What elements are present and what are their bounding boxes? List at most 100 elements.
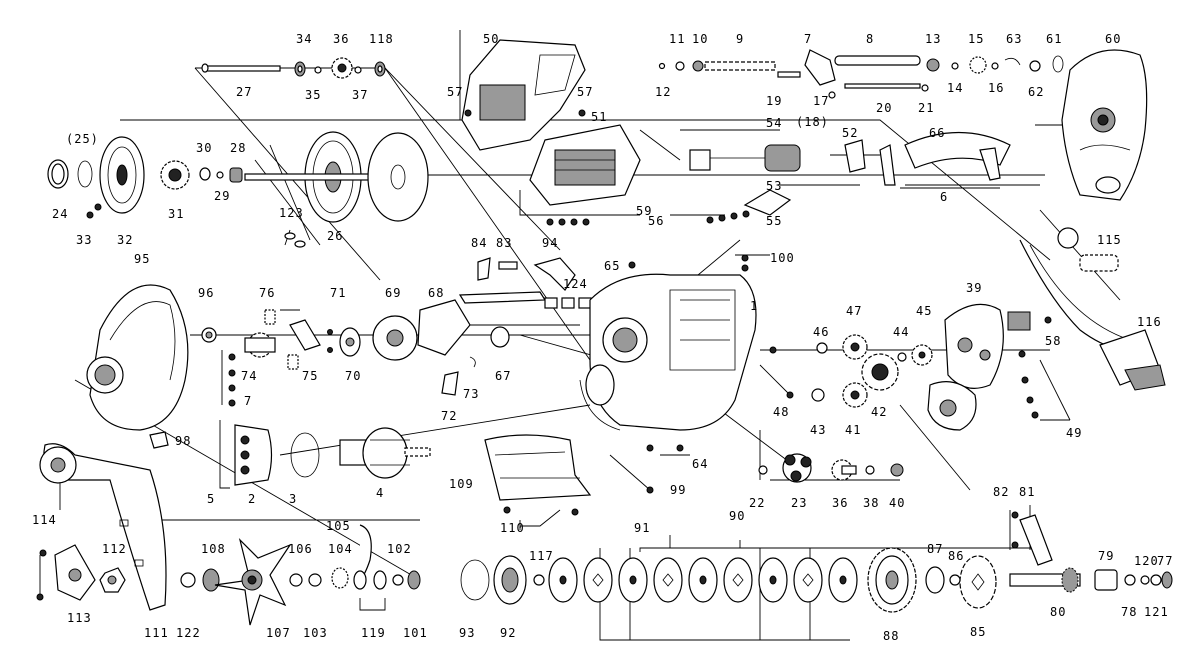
part-48-screw (786, 391, 794, 399)
label-30: 30 (196, 141, 212, 155)
label-76: 76 (259, 286, 275, 300)
label-120: 120 (1134, 554, 1159, 568)
part-33-screw (94, 203, 102, 211)
part-106-washer (289, 573, 303, 587)
part-68-frame-plate (417, 291, 547, 356)
label-28: 28 (230, 141, 246, 155)
label-85: 85 (970, 625, 986, 639)
part-34-bearing (294, 61, 306, 77)
part-10-bearing (692, 60, 704, 72)
part-71-screw (327, 347, 333, 353)
part-27-shaft (201, 63, 281, 73)
label-75: 75 (302, 369, 318, 383)
part-13-bearing (926, 58, 940, 72)
part-77-bearing (1161, 571, 1173, 589)
part-114-screw (39, 549, 47, 557)
part-41-gear (842, 382, 868, 408)
part-57-screw (464, 109, 472, 117)
part-49-side-plate (927, 381, 977, 431)
label-31: 31 (168, 207, 184, 221)
label-13: 13 (925, 32, 941, 46)
part-28-bearing (229, 167, 243, 183)
label-102: 102 (387, 542, 412, 556)
part-8-pipe (834, 55, 921, 66)
part-50-level-wind-cover (461, 39, 586, 151)
label-83: 83 (496, 236, 512, 250)
part-90-91-drag-discs (548, 557, 858, 603)
part-40-bearing (890, 463, 904, 477)
label-27: 27 (236, 85, 252, 99)
part-26-spool (244, 131, 429, 223)
label-123: 123 (279, 206, 304, 220)
label-81: 81 (1019, 485, 1035, 499)
part-108-bearing (202, 568, 220, 592)
label-80: 80 (1050, 605, 1066, 619)
part-102-washer (392, 574, 404, 586)
label-43: 43 (810, 423, 826, 437)
part-16-pin (991, 62, 999, 70)
part-79-collar (1094, 569, 1118, 591)
part-80-main-shaft (1009, 567, 1081, 593)
label-71: 71 (330, 286, 346, 300)
part-70-bearing-holder (339, 327, 361, 357)
label-78: 78 (1121, 605, 1137, 619)
part-49-screw (1031, 411, 1039, 419)
part-75-plate (289, 319, 321, 351)
part-113-plate (54, 544, 96, 601)
part-110-screw (503, 506, 511, 514)
label-53: 53 (766, 179, 782, 193)
part-11-washer (675, 61, 685, 71)
part-81-82-clutch-plate (1011, 511, 1053, 566)
label-124: 124 (563, 277, 588, 291)
label-3: 3 (289, 492, 297, 506)
label-45: 45 (916, 304, 932, 318)
part-3-o-ring (290, 432, 320, 478)
label-37: 37 (352, 88, 368, 102)
label-94: 94 (542, 236, 558, 250)
label-49: 49 (1066, 426, 1082, 440)
part-49-screw (1018, 350, 1026, 358)
label-41: 41 (845, 423, 861, 437)
part-60-side-plate (1061, 49, 1148, 201)
label-51: 51 (591, 110, 607, 124)
label-33: 33 (76, 233, 92, 247)
part-42-main-gear (861, 353, 899, 391)
part-100-screw (741, 264, 749, 272)
label-97: 7 (244, 394, 252, 408)
label-82: 82 (993, 485, 1009, 499)
label-23: 23 (791, 496, 807, 510)
label-22: 22 (749, 496, 765, 510)
label-101: 101 (403, 626, 428, 640)
label-55: 55 (766, 214, 782, 228)
label-6: 6 (940, 190, 948, 204)
label-59: 59 (636, 204, 652, 218)
part-30-bearing (199, 167, 211, 181)
label-105: 105 (326, 519, 351, 533)
part-122-washer (180, 572, 196, 588)
part-21-clip (921, 84, 929, 92)
label-48: 48 (773, 405, 789, 419)
label-106: 106 (288, 542, 313, 556)
part-123-spacer (284, 232, 306, 248)
part-84-lever (477, 257, 491, 281)
part-12-pin (658, 62, 666, 70)
part-45-gear (911, 344, 933, 366)
label-57-left: 57 (447, 85, 463, 99)
part-7-line-guide (804, 49, 836, 86)
part-49-screw (1026, 396, 1034, 404)
label-63: 63 (1006, 32, 1022, 46)
label-10: 10 (692, 32, 708, 46)
label-96: 96 (198, 286, 214, 300)
label-5: 5 (207, 492, 215, 506)
label-90: 90 (729, 509, 745, 523)
label-38: 38 (863, 496, 879, 510)
part-65-screw (628, 261, 636, 269)
part-98-button (149, 431, 169, 449)
part-118-bearing (374, 61, 386, 77)
part-48-screw (769, 346, 777, 354)
label-72: 72 (441, 409, 457, 423)
label-15: 15 (968, 32, 984, 46)
label-113: 113 (67, 611, 92, 625)
label-14: 14 (947, 81, 963, 95)
part-87-washer (925, 566, 945, 594)
